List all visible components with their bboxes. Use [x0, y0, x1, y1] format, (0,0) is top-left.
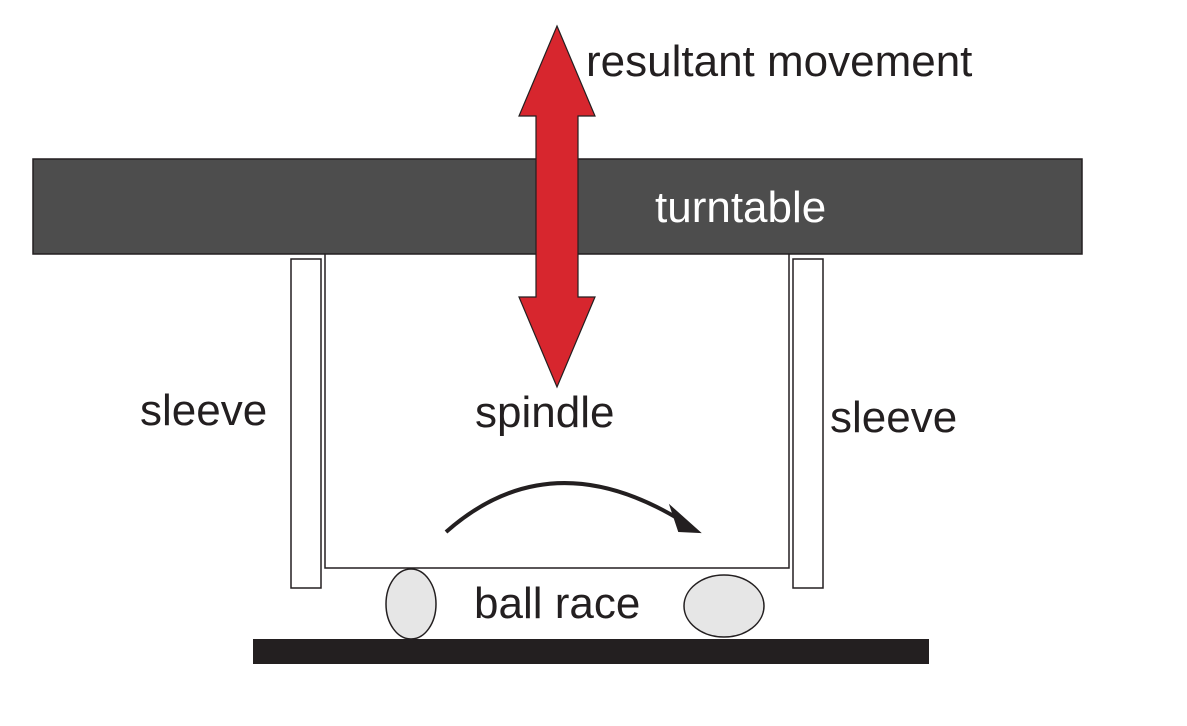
sleeve-left-label: sleeve: [140, 386, 267, 435]
ball-left: [385, 568, 437, 640]
rotation-arrow-head-icon: [668, 503, 702, 534]
spindle-label: spindle: [475, 388, 614, 437]
turntable-label: turntable: [655, 183, 826, 232]
resultant-movement-label: resultant movement: [586, 37, 972, 86]
resultant-movement-arrow-icon: [518, 24, 596, 389]
base-plate: [253, 639, 929, 664]
ball-right: [683, 574, 765, 638]
rotation-arrow-curve: [444, 481, 684, 534]
sleeve-left: [290, 258, 322, 589]
spindle-outline: [324, 254, 790, 569]
ball-race-label: ball race: [474, 579, 640, 628]
sleeve-right-label: sleeve: [830, 393, 957, 442]
sleeve-right: [792, 258, 824, 589]
